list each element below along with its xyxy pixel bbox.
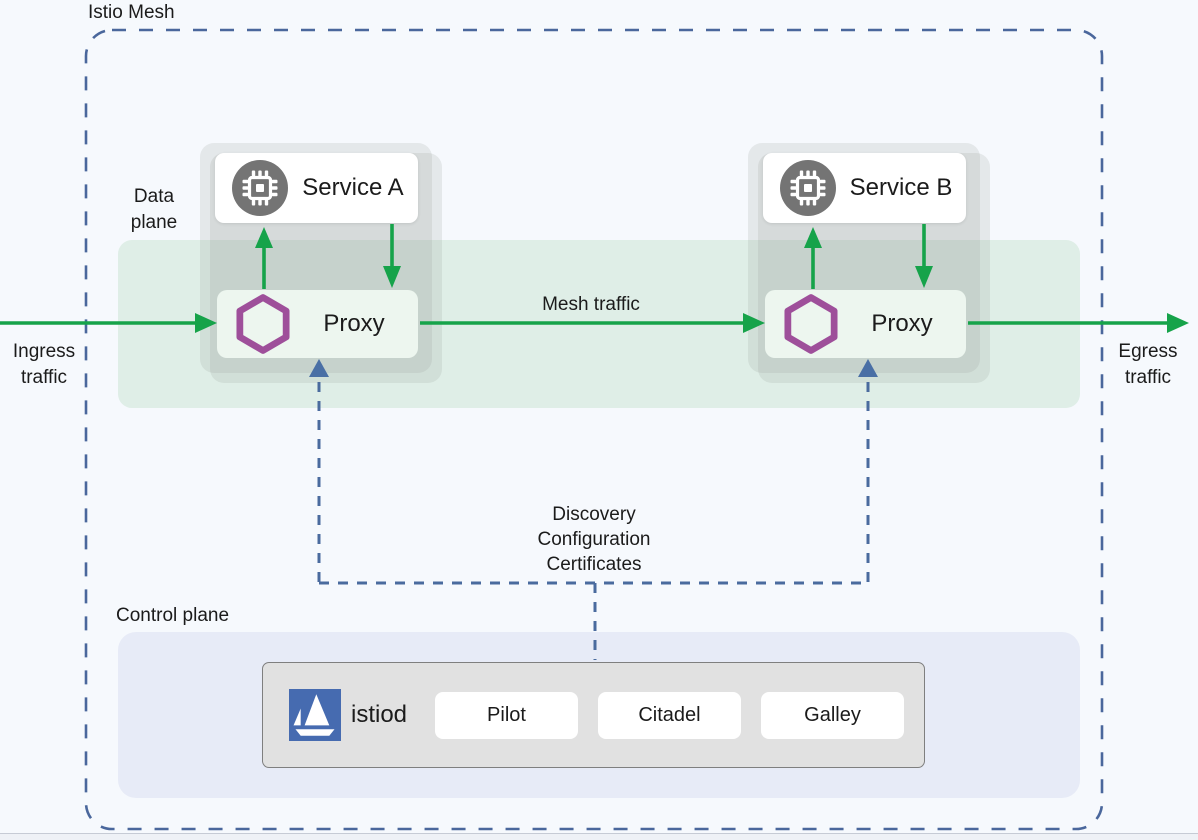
service-a-label: Service A xyxy=(302,174,404,201)
connector-line-certificates: Certificates xyxy=(546,554,642,575)
ingress-line1: Ingress xyxy=(12,341,76,362)
egress-line1: Egress xyxy=(1118,341,1178,362)
control-plane-label: Control plane xyxy=(116,605,230,626)
connector-label: Discovery Configuration Certificates xyxy=(444,502,744,577)
proxy-b-box: Proxy xyxy=(765,290,966,358)
service-b-box: Service B xyxy=(763,153,966,223)
envoy-hexagon-icon xyxy=(784,294,838,354)
proxy-a-box: Proxy xyxy=(217,290,418,358)
istiod-box: istiod Pilot Citadel Galley xyxy=(262,662,925,768)
connector-line-discovery: Discovery xyxy=(552,504,636,525)
istio-sailboat-icon xyxy=(289,689,341,741)
component-pilot: Pilot xyxy=(435,691,578,739)
egress-arrowhead xyxy=(1167,313,1189,333)
connector-line-configuration: Configuration xyxy=(537,529,651,550)
data-plane-line1: Data xyxy=(133,186,175,207)
ingress-traffic-label: Ingress traffic xyxy=(0,339,88,391)
microchip-icon xyxy=(232,160,288,216)
service-a-box: Service A xyxy=(215,153,418,223)
component-citadel: Citadel xyxy=(598,691,741,739)
istio-mesh-title: Istio Mesh xyxy=(88,2,175,23)
ingress-line2: traffic xyxy=(20,367,68,388)
egress-line2: traffic xyxy=(1124,367,1172,388)
data-plane-label: Data plane xyxy=(104,184,204,236)
istiod-label: istiod xyxy=(351,701,408,728)
page-bottom-edge xyxy=(0,833,1198,840)
mesh-traffic-label: Mesh traffic xyxy=(542,294,640,315)
istiod-components: Pilot Citadel Galley xyxy=(435,691,904,739)
proxy-b-label: Proxy xyxy=(871,310,933,337)
service-b-label: Service B xyxy=(849,174,953,201)
proxy-a-label: Proxy xyxy=(323,310,385,337)
data-plane-line2: plane xyxy=(130,212,178,233)
microchip-icon xyxy=(780,160,836,216)
egress-traffic-label: Egress traffic xyxy=(1100,339,1196,391)
component-galley: Galley xyxy=(761,691,904,739)
envoy-hexagon-icon xyxy=(236,294,290,354)
